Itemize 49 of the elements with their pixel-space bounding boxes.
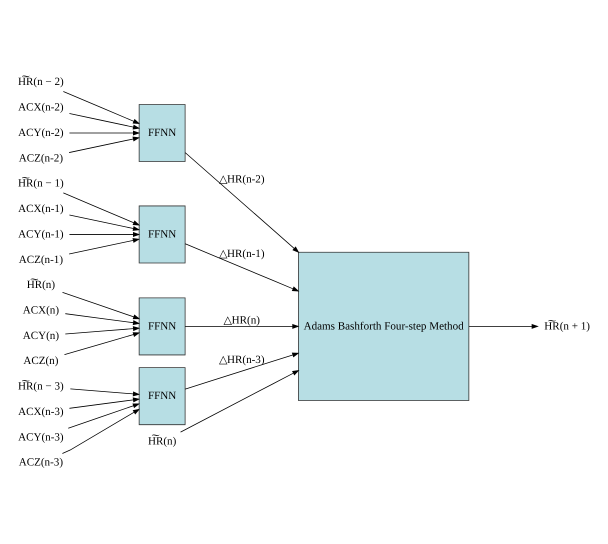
arrow: [62, 90, 140, 124]
edge-label: △HR(n-3): [219, 354, 265, 366]
node-text: ACY(n-1): [18, 228, 64, 240]
node-box: FFNN: [138, 366, 186, 425]
node-box: Adams Bashforth Four-step Method: [298, 251, 470, 400]
arrow: [184, 352, 300, 389]
arrow: [68, 136, 140, 152]
node-text: ACX(n-1): [18, 202, 64, 215]
node-text: H͠R(n): [148, 434, 176, 447]
node-text: H͠R(n − 2): [18, 76, 64, 88]
node-text: H͠R(n + 1): [544, 320, 590, 332]
node-text: ACY(n): [22, 329, 60, 342]
node-text: ACY(n-2): [18, 126, 64, 138]
arrow: [70, 388, 140, 396]
node-text: H͠R(n): [26, 278, 56, 291]
arrow: [184, 152, 300, 253]
arrow: [184, 242, 300, 291]
arrow: [69, 214, 140, 230]
arrow: [69, 396, 140, 408]
node-box: FFNN: [138, 104, 186, 162]
arrow: [468, 323, 539, 328]
arrow: [68, 238, 140, 254]
arrow: [68, 402, 140, 428]
node-text: ACX(n-2): [18, 101, 64, 114]
arrow: [64, 332, 140, 355]
node-text: ACZ(n): [23, 354, 58, 367]
arrow: [64, 312, 140, 325]
node-text: ACZ(n-1): [18, 253, 64, 266]
node-text: ACZ(n-3): [18, 456, 64, 468]
node-text: ACY(n-3): [18, 430, 64, 443]
node-text: ACZ(n-2): [18, 152, 64, 164]
arrow: [64, 326, 140, 334]
node-box: FFNN: [138, 205, 186, 263]
arrow: [62, 408, 140, 454]
arrow: [69, 130, 140, 136]
arrow: [69, 112, 140, 129]
edge-label: △HR(n): [224, 314, 260, 326]
arrow: [62, 192, 140, 225]
node-text: H͠R(n − 1): [18, 177, 64, 190]
node-text: ACX(n): [22, 304, 60, 316]
edge-label: △HR(n-1): [219, 247, 265, 260]
arrow: [62, 291, 140, 319]
node-box: FFNN: [138, 296, 186, 355]
arrow: [180, 369, 300, 432]
node-text: H͠R(n − 3): [18, 380, 64, 392]
node-text: ACX(n-3): [18, 405, 64, 418]
arrow: [69, 231, 140, 236]
edge-label: △HR(n-2): [219, 172, 265, 185]
arrow: [184, 323, 300, 328]
